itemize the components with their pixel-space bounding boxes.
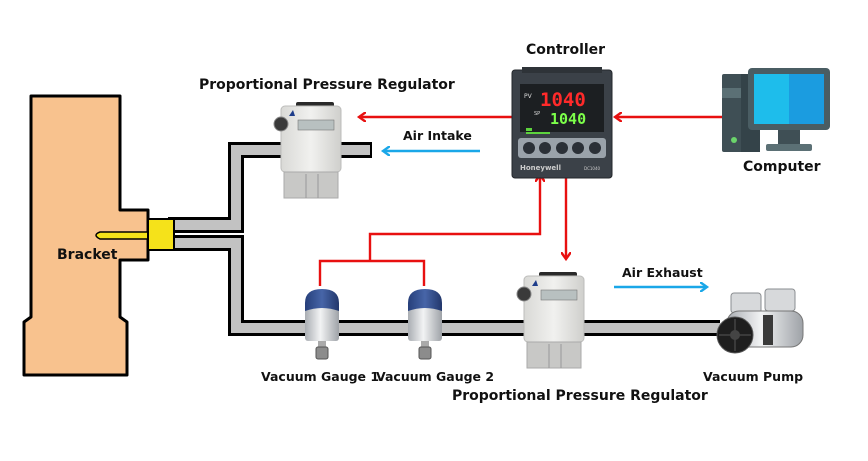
gauge-1-label: Vacuum Gauge 1 bbox=[261, 369, 379, 384]
bracket: Bracket bbox=[22, 94, 175, 377]
sp-display: 1040 bbox=[550, 110, 586, 128]
air-exhaust-label: Air Exhaust bbox=[622, 265, 703, 280]
controller-label: Controller bbox=[526, 42, 605, 58]
fitting-icon bbox=[273, 116, 289, 132]
pv-label: PV bbox=[524, 93, 533, 100]
signal-lines bbox=[318, 117, 722, 286]
connector bbox=[147, 218, 175, 251]
mode-button[interactable] bbox=[539, 142, 551, 154]
controller-brand: Honeywell bbox=[520, 164, 561, 172]
fitting-icon bbox=[516, 286, 532, 302]
pv-display: 1040 bbox=[540, 89, 586, 111]
pipes bbox=[168, 142, 722, 336]
top-regulator-label: Proportional Pressure Regulator bbox=[199, 77, 455, 93]
sp-label: SP bbox=[534, 111, 540, 117]
vacuum-gauge-2[interactable] bbox=[408, 289, 442, 360]
controller[interactable]: PV 1040 SP 1040 Honeywell DC1040 bbox=[511, 67, 613, 179]
bracket-probe bbox=[95, 231, 149, 240]
controller-model: DC1040 bbox=[584, 166, 601, 171]
computer-label: Computer bbox=[743, 159, 821, 175]
vacuum-gauge-1[interactable] bbox=[305, 289, 339, 360]
air-intake-label: Air Intake bbox=[403, 128, 472, 143]
top-pressure-regulator[interactable] bbox=[273, 102, 342, 199]
signal-gauges-to-controller bbox=[318, 176, 540, 286]
bottom-pressure-regulator[interactable] bbox=[516, 272, 585, 369]
up-button[interactable] bbox=[589, 142, 601, 154]
left-button[interactable] bbox=[556, 142, 568, 154]
set-button[interactable] bbox=[523, 142, 535, 154]
lower-pipe bbox=[168, 235, 720, 336]
gauge-2-label: Vacuum Gauge 2 bbox=[376, 369, 494, 384]
pump-label: Vacuum Pump bbox=[703, 369, 803, 384]
bracket-label: Bracket bbox=[57, 247, 118, 263]
down-button[interactable] bbox=[572, 142, 584, 154]
computer-icon[interactable] bbox=[722, 68, 830, 152]
bottom-regulator-label: Proportional Pressure Regulator bbox=[452, 388, 708, 404]
vacuum-pump[interactable] bbox=[716, 288, 804, 354]
